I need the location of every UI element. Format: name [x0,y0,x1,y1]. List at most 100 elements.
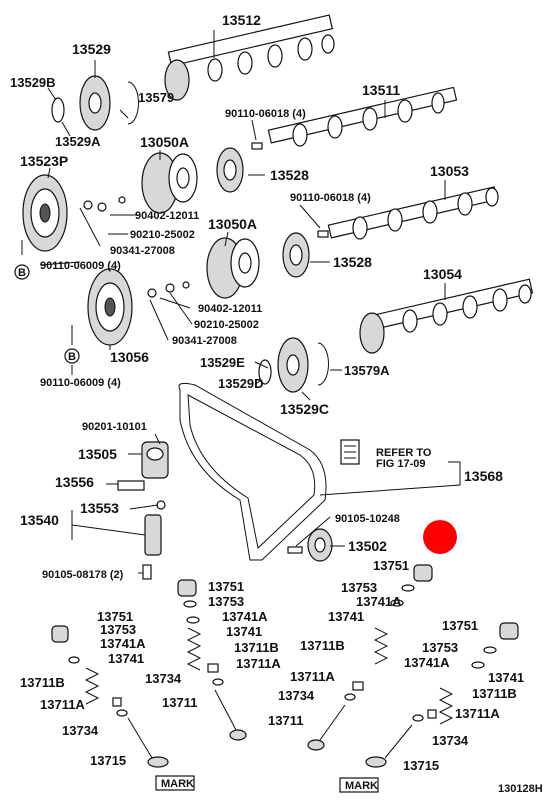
label-90210-25002-b: 90210-25002 [194,319,259,331]
timing-gear-13050A-lower [206,237,260,299]
snap-ring-13579 [127,81,139,125]
label-13529A: 13529A [55,134,101,149]
camshaft-13511 [267,86,458,147]
valve-assembly-right [365,622,519,768]
leader-lines [21,30,461,574]
mark-label-right: MARK [345,780,378,792]
label-13579: 13579 [138,90,174,105]
callout-b-label-upper: B [18,267,26,279]
label-13505: 13505 [78,446,117,462]
callout-b-lower: B [64,348,80,364]
camshaft-13054 [359,278,534,354]
label-13711-m: 13711 [268,713,303,728]
label-13753-m: 13753 [341,580,377,595]
valve-assembly-center [177,579,247,741]
timing-gear-13050A-upper [141,152,198,214]
label-13711B-c: 13711B [234,640,279,655]
tensioner-13540 [144,500,166,556]
label-90402-12011-b: 90402-12011 [198,303,262,315]
label-13715-l: 13715 [90,753,126,768]
label-13529E: 13529E [200,355,245,370]
label-13512: 13512 [222,12,261,28]
tensioner-bolt-13556 [117,480,145,491]
label-13579A: 13579A [344,363,390,378]
label-13711B-r: 13711B [472,686,517,701]
label-13050A-a: 13050A [140,134,189,150]
label-13711-c: 13711 [162,695,197,710]
label-13734-l: 13734 [62,723,99,738]
label-13711A-m: 13711A [290,669,335,684]
label-13734-r: 13734 [432,733,469,748]
label-13751-r: 13751 [442,618,478,633]
ring-13529D [258,359,272,385]
label-13556: 13556 [55,474,94,490]
label-90402-12011-a: 90402-12011 [135,210,199,222]
label-90341-27008-a: 90341-27008 [110,245,175,257]
refer-note-line2: FIG 17-09 [376,458,426,470]
red-marker-dot [423,520,457,554]
bolts-90105-08178 [142,564,152,580]
label-13568: 13568 [464,468,503,484]
gear-13528-lower [282,232,310,278]
label-13553: 13553 [80,500,119,516]
refer-note-line1: REFER TO [376,447,432,459]
label-13741-l: 13741 [108,651,144,666]
label-13529: 13529 [72,41,111,57]
callout-b-label-lower: B [68,351,76,363]
bolt-washer-set-lower [147,281,190,298]
label-13054: 13054 [423,266,462,282]
sprocket-13529C [277,337,309,393]
mark-label-left: MARK [161,778,194,790]
label-13711A-c: 13711A [236,656,281,671]
idler-pulley-13502 [287,528,333,562]
label-13734-c: 13734 [145,671,182,686]
valve-assembly-left [51,625,169,768]
label-90201-10101: 90201-10101 [82,421,147,433]
label-13753-c: 13753 [208,594,244,609]
label-90210-25002-a: 90210-25002 [130,229,195,241]
label-13751-m: 13751 [373,558,409,573]
label-13734-m: 13734 [278,688,315,703]
label-90110-06018-a: 90110-06018 (4) [225,108,306,120]
label-13529B: 13529B [10,75,56,90]
timing-belt-13568 [178,382,327,561]
label-90341-27008-b: 90341-27008 [172,335,237,347]
tensioner-pulley-13505 [141,441,169,479]
label-13502: 13502 [348,538,387,554]
label-13753-l: 13753 [100,622,136,637]
label-13741-m: 13741 [328,609,364,624]
label-13741A-c: 13741A [222,609,268,624]
label-13751-c: 13751 [208,579,244,594]
mark-box-right: MARK [339,777,379,793]
label-13751-l: 13751 [97,609,133,624]
label-13741A-m: 13741A [356,594,402,609]
callout-b-upper: B [14,264,30,280]
snap-ring-13579A [317,342,329,386]
label-90105-08178: 90105-08178 (2) [42,569,124,581]
label-13741-r: 13741 [488,670,524,685]
bolt-washer-set-upper [83,142,329,238]
label-90105-10248: 90105-10248 [335,513,400,525]
label-13753-r: 13753 [422,640,458,655]
label-13529D: 13529D [218,376,264,391]
label-13523P: 13523P [20,153,68,169]
sprocket-13529 [79,75,111,131]
label-13715-r: 13715 [403,758,439,773]
label-13511: 13511 [362,82,400,98]
label-90110-06009-a: 90110-06009 (4) [40,260,121,272]
label-13711A-r: 13711A [455,706,500,721]
part-labels: 13512 13529 13529B 13579 13529A 90110-06… [10,12,543,795]
label-90110-06009-b: 90110-06009 (4) [40,377,121,389]
label-13056: 13056 [110,349,149,365]
label-13711A-l: 13711A [40,697,85,712]
label-13529C: 13529C [280,401,329,417]
mark-box-left: MARK [155,775,195,791]
label-13528-b: 13528 [333,254,372,270]
cam-pulley-13056 [87,268,133,346]
label-13741A-r: 13741A [404,655,450,670]
book-icon [340,439,360,465]
label-13711B-l: 13711B [20,675,65,690]
ring-13529B [51,97,65,123]
label-13741-c: 13741 [226,624,262,639]
